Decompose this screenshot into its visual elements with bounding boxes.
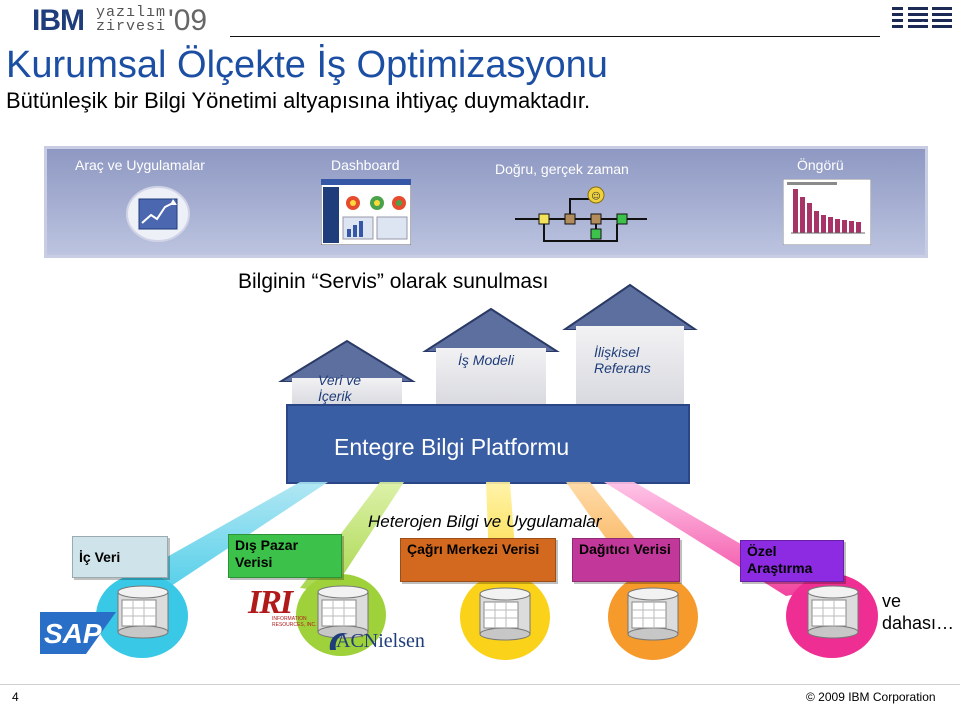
tools-band: Araç ve Uygulamalar Dashboard Doğru, ger… <box>44 146 928 258</box>
page-number: 4 <box>12 690 19 704</box>
slide-subtitle: Bütünleşik bir Bilgi Yönetimi altyapısın… <box>6 88 591 113</box>
footer-rule <box>0 684 960 685</box>
sap-logo-text: SAP <box>44 618 102 649</box>
source-box-distributor: Dağıtıcı Verisi <box>572 538 680 582</box>
house-label-data: Veri ve İçerik <box>318 372 362 404</box>
logo-line2: zirvesi <box>96 18 167 35</box>
logo-ibm-text: IBM <box>32 4 85 37</box>
platform-label: Entegre Bilgi Platformu <box>334 434 570 460</box>
acnielsen-logo-text: ACNielsen <box>336 630 425 652</box>
source-box-research: Özel Araştırma <box>740 540 844 582</box>
process-flow-icon: ☺ <box>515 186 647 242</box>
database-icon <box>117 585 169 639</box>
more-text-label: ve dahası… <box>882 591 955 633</box>
house-wall <box>576 326 684 408</box>
logo-line1: yazılım <box>96 4 167 21</box>
house-roof <box>562 283 698 330</box>
service-heading: Bilginin “Servis” olarak sunulması <box>238 270 549 293</box>
band-label-tools: Araç ve Uygulamalar <box>75 157 205 173</box>
source-box-market: Dış Pazar Verisi <box>228 534 342 578</box>
header-rule <box>230 36 880 37</box>
house-roof <box>278 339 416 382</box>
iri-logo-text: IRI <box>248 584 293 621</box>
integrated-platform: Entegre Bilgi Platformu <box>286 404 690 484</box>
house-wall <box>436 348 546 408</box>
house-wall <box>292 378 402 408</box>
copyright: © 2009 IBM Corporation <box>806 690 936 704</box>
logo-year: '09 <box>168 4 208 37</box>
heterogeneous-heading: Heterojen Bilgi ve Uygulamalar <box>368 512 602 531</box>
house-roof <box>422 307 560 352</box>
dashboard-screenshot-icon <box>321 179 411 245</box>
iri-logo-subtext: INFORMATION RESOURCES, INC. <box>272 616 317 628</box>
acnielsen-logo-mark <box>329 632 348 650</box>
database-icon <box>807 585 859 639</box>
svg-text:☺: ☺ <box>591 191 600 202</box>
house-label-relational: İlişkisel Referans <box>594 344 651 376</box>
slide-title: Kurumsal Ölçekte İş Optimizasyonu <box>6 44 608 86</box>
more-text: ve dahası… <box>882 590 960 634</box>
database-icon <box>317 585 369 639</box>
house-label-business: İş Modeli <box>458 352 515 368</box>
ibm-corner-logo-text: IBM <box>922 21 924 23</box>
source-box-callcenter: Çağrı Merkezi Verisi <box>400 538 556 582</box>
forecast-chart-icon <box>783 179 871 245</box>
sap-logo-shape <box>40 612 116 654</box>
ibm-corner-logo: IBM <box>892 7 952 28</box>
database-icon <box>479 587 531 641</box>
database-icon <box>627 587 679 641</box>
sap-logo: SAP <box>40 612 116 654</box>
house-data-content: Veri ve İçerik <box>278 338 416 408</box>
chart-trend-icon <box>126 186 190 242</box>
band-label-forecast: Öngörü <box>797 157 844 173</box>
source-box-internal: İç Veri <box>72 536 168 578</box>
band-label-realtime: Doğru, gerçek zaman <box>495 161 629 177</box>
house-business-model: İş Modeli <box>422 306 560 408</box>
house-relational-reference: İlişkisel Referans <box>562 282 698 408</box>
band-label-dashboard: Dashboard <box>331 157 400 173</box>
